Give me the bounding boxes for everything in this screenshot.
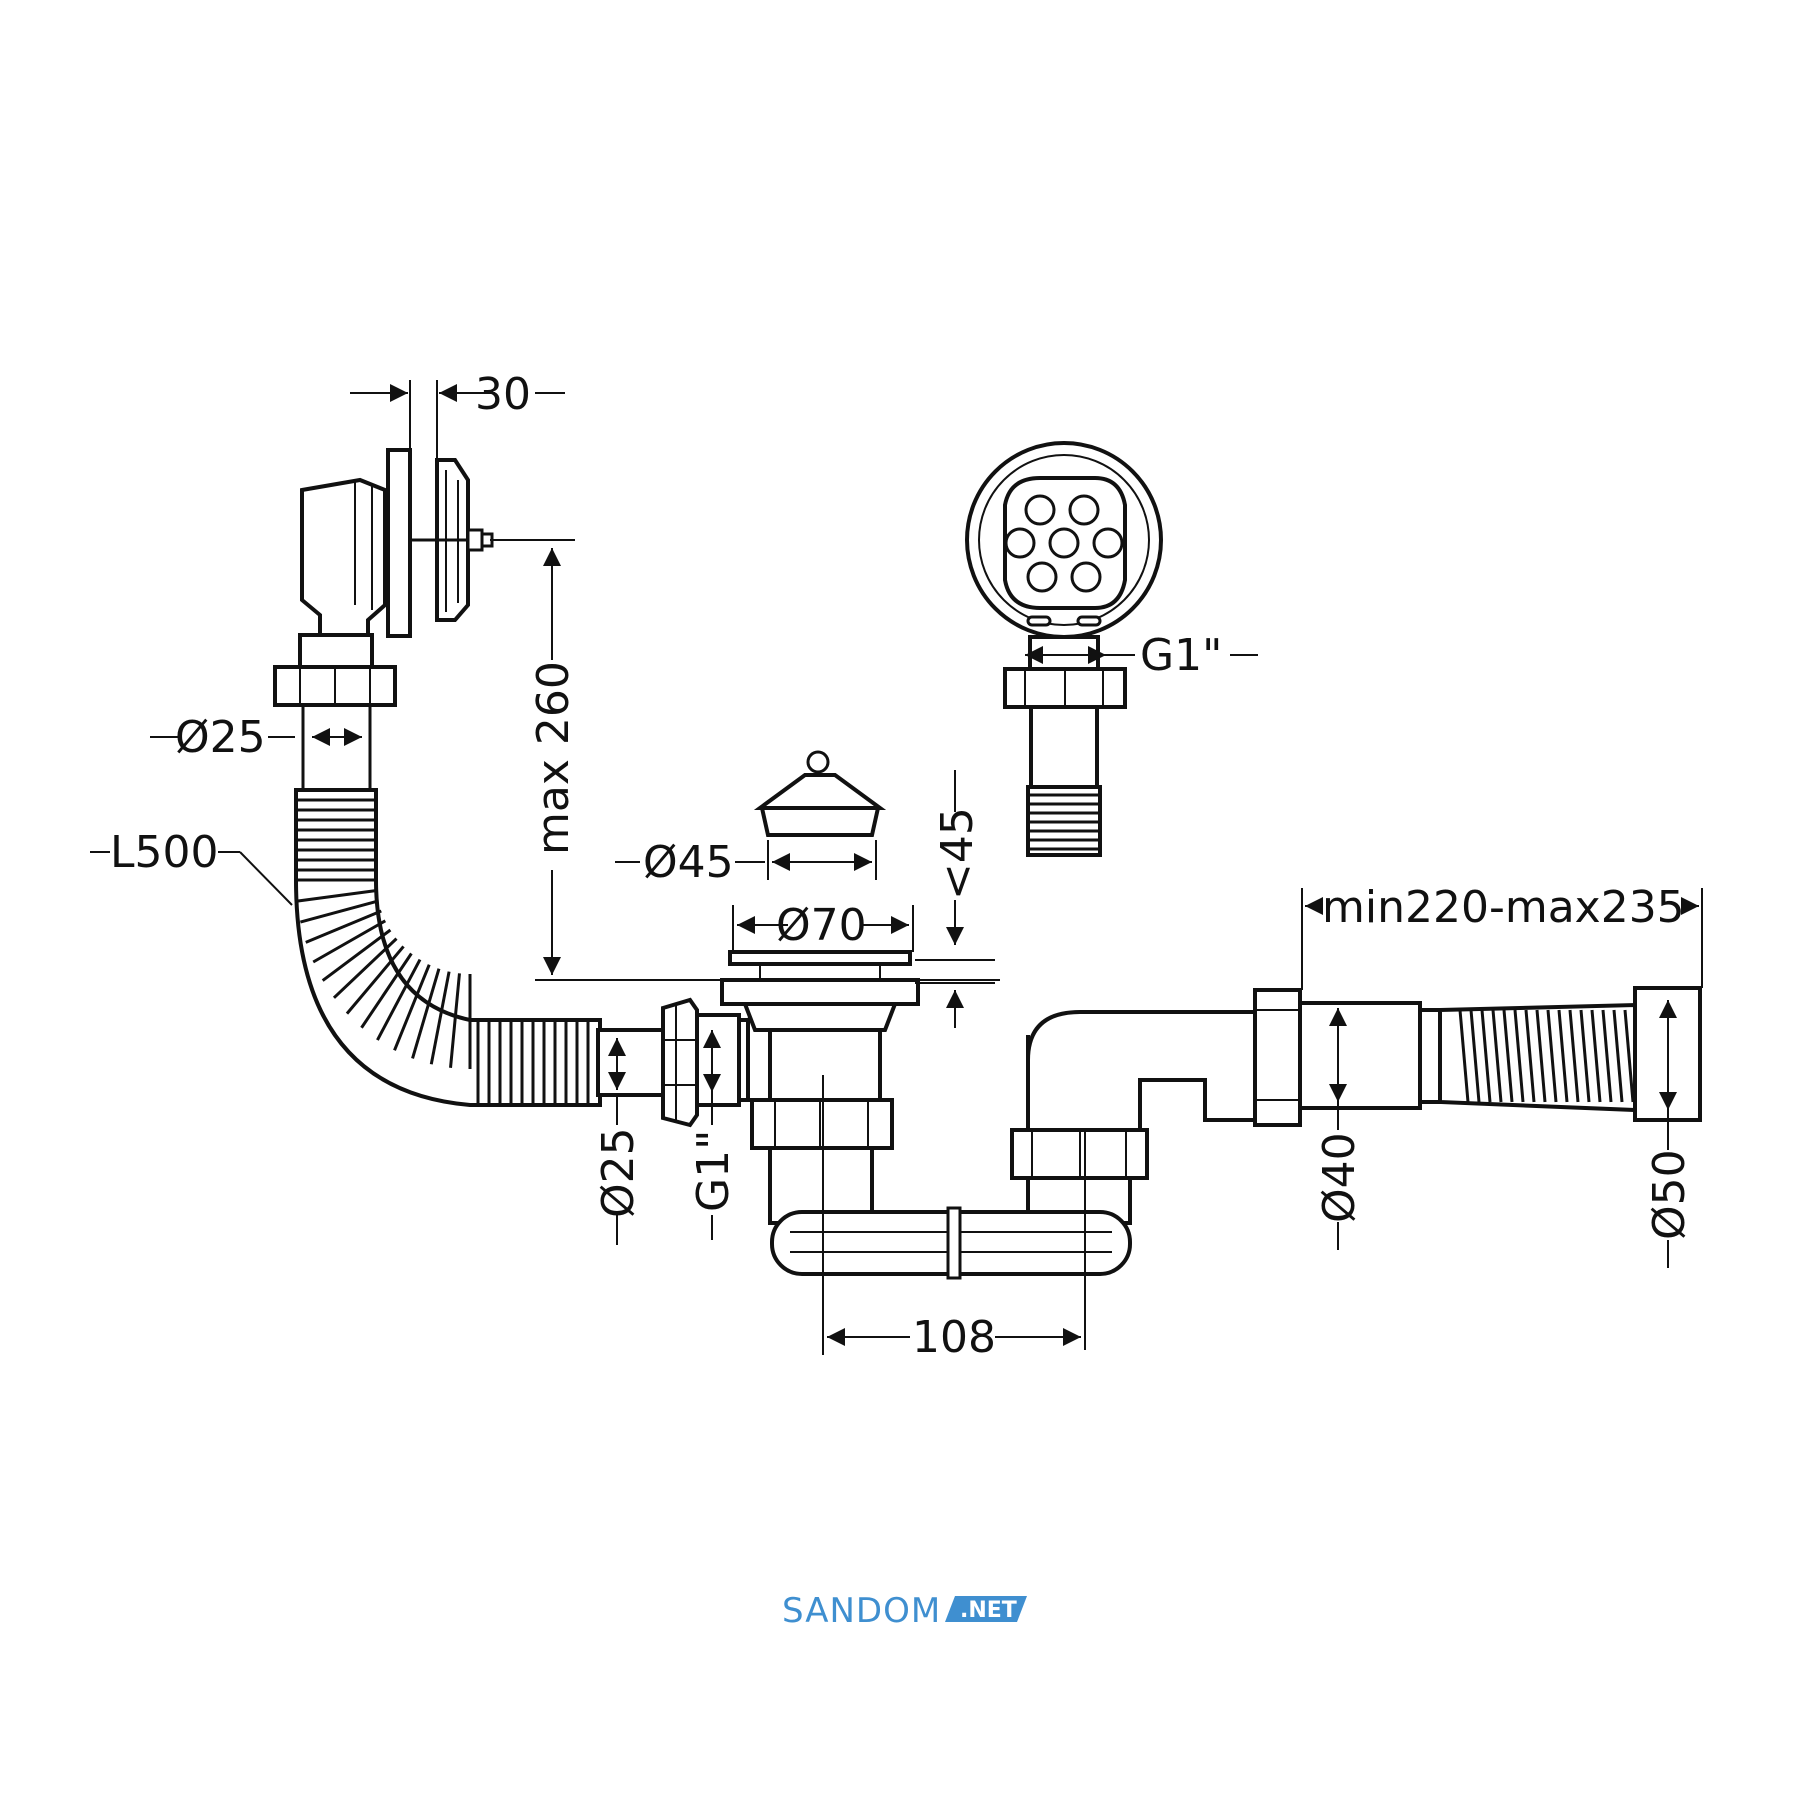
hose-rib <box>296 889 377 903</box>
brand-tag: .NET <box>960 1598 1017 1623</box>
hose-rib <box>332 937 398 999</box>
dim-waste-height: <45 <box>932 807 983 900</box>
outlet-rib <box>1612 1009 1624 1103</box>
dim-adjust-length: min220-max235 <box>1322 882 1685 933</box>
dimension-labels: 30 Ø25 L500 max 260 Ø45 Ø70 <45 G1" min2… <box>110 369 1695 1363</box>
dim-30: 30 <box>475 369 531 420</box>
outlet-rib <box>1557 1009 1569 1103</box>
hose-rib <box>429 971 451 1065</box>
hose-rib <box>449 973 461 1068</box>
outlet-rib <box>1458 1009 1470 1103</box>
outlet-rib <box>1491 1009 1503 1103</box>
dim-grate-thread: G1" <box>1140 630 1222 681</box>
dim-overflow-diameter: Ø25 <box>175 712 266 763</box>
dim-waste-diameter: Ø70 <box>776 900 867 951</box>
dim-max-height: max 260 <box>528 661 579 855</box>
trap <box>768 988 1442 1280</box>
corrugated-hose <box>294 788 665 1107</box>
hose-rib <box>345 945 405 1015</box>
hose-rib <box>376 958 422 1041</box>
dimension-lines <box>90 380 1703 1355</box>
outlet-rib <box>1601 1009 1613 1103</box>
outlet-rib <box>1623 1009 1635 1103</box>
outlet-rib <box>1524 1009 1536 1103</box>
hose-rib <box>360 952 413 1029</box>
outlet-rib <box>1568 1009 1580 1103</box>
outlet-hose-ribs <box>1458 1009 1635 1103</box>
grate-holes <box>1004 494 1124 627</box>
outlet-rib <box>1502 1009 1514 1103</box>
outlet-rib <box>1469 1009 1481 1103</box>
hose-rib <box>312 919 387 964</box>
dim-inlet-thread: G1" <box>688 1130 739 1212</box>
outlet-rib <box>1546 1009 1558 1103</box>
plug <box>753 750 887 837</box>
overflow-assembly <box>273 448 494 790</box>
dim-outlet-diameter: Ø40 <box>1314 1132 1365 1223</box>
hose-rib <box>411 968 441 1059</box>
hose-rib <box>305 909 382 944</box>
dim-plug-diameter: Ø45 <box>643 837 734 888</box>
hose-rib <box>321 928 392 982</box>
outlet-rib <box>1480 1009 1492 1103</box>
waste-assembly <box>661 950 920 1150</box>
outlet-hose <box>1438 986 1702 1122</box>
brand-logo: SANDOM .NET <box>782 1591 1027 1631</box>
dim-trap-spacing: 108 <box>912 1312 996 1363</box>
outlet-rib <box>1579 1009 1591 1103</box>
outlet-rib <box>1590 1009 1602 1103</box>
hose-rib <box>299 899 379 924</box>
dim-hose-end-diameter: Ø50 <box>1644 1149 1695 1240</box>
brand-tag-badge <box>945 1596 1027 1622</box>
hose-rib <box>393 964 431 1051</box>
dim-hose-length: L500 <box>110 827 219 878</box>
dim-inlet-diameter: Ø25 <box>593 1127 644 1218</box>
grate-tail-ribs <box>1028 793 1100 851</box>
brand-name: SANDOM <box>782 1591 941 1631</box>
outlet-rib <box>1535 1009 1547 1103</box>
grate <box>965 441 1163 857</box>
outlet-rib <box>1513 1009 1525 1103</box>
hose-ribs <box>296 798 590 1103</box>
